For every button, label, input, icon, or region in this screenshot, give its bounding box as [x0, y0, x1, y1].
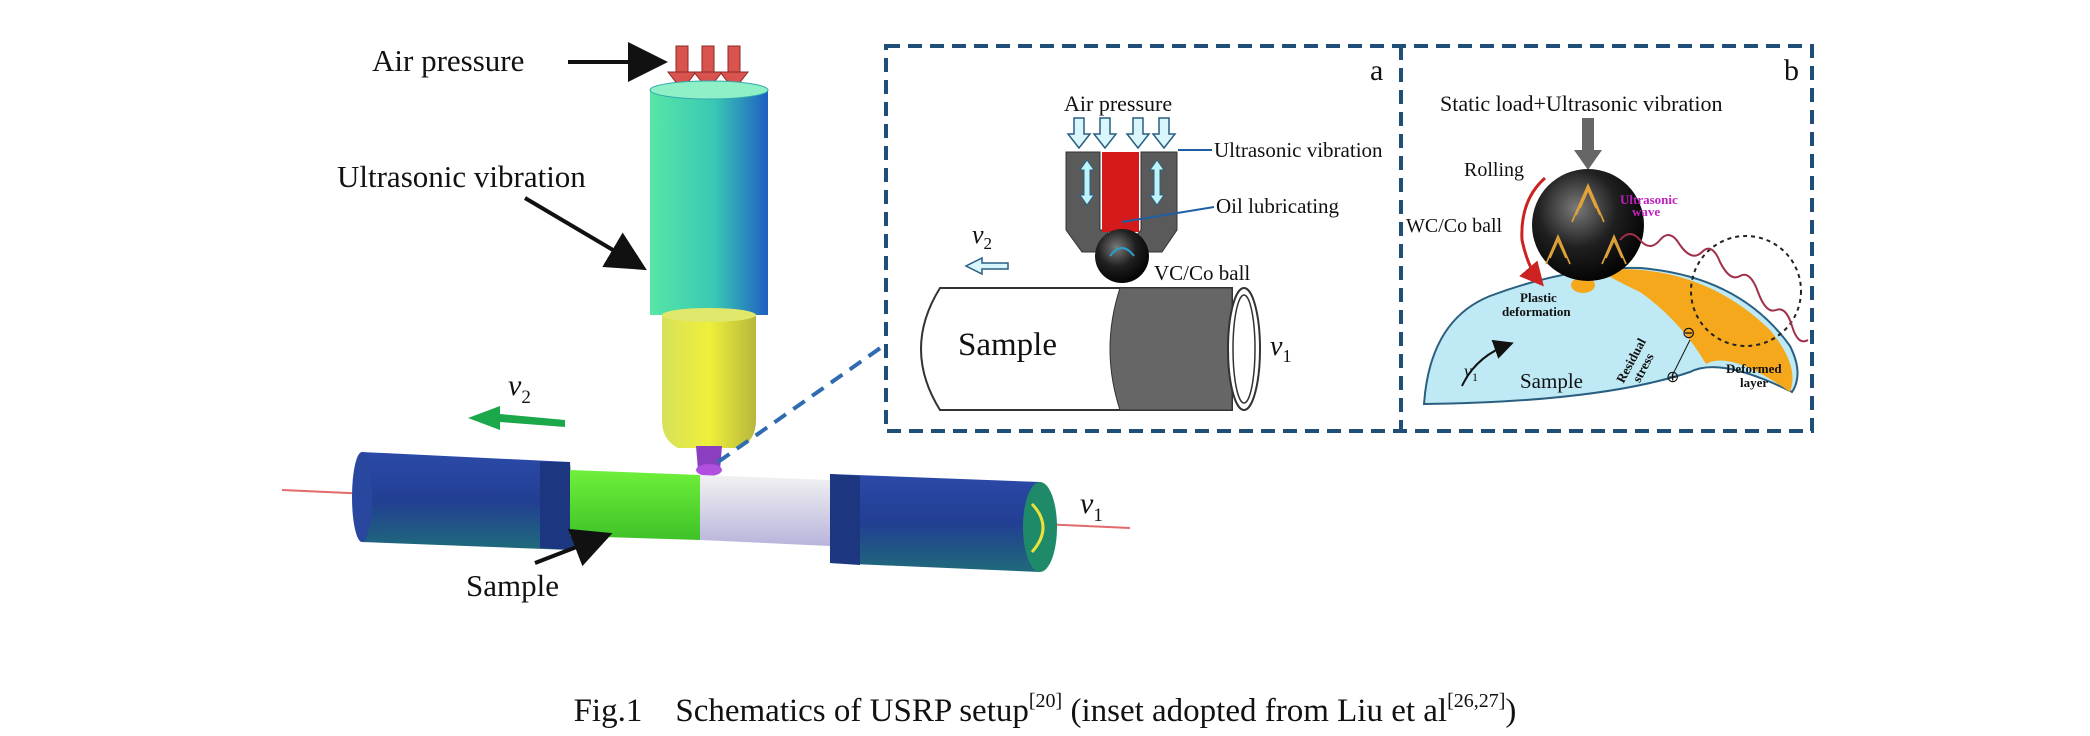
inset-a-ball — [1095, 229, 1149, 283]
inset-a-v2-label: v2 — [972, 220, 992, 253]
v2-subscript: 2 — [521, 387, 531, 408]
v2-arrow — [468, 406, 565, 430]
sample-shaft — [352, 452, 1057, 572]
inset-b-deformed-label-1: Deformed — [1726, 361, 1782, 376]
air-pressure-arrows — [666, 45, 750, 91]
v2-label: v2 — [508, 369, 531, 408]
inset-b-ultrasonic-wave — [1619, 233, 1809, 343]
inset-b-v1-symbol: v — [1464, 361, 1472, 381]
v2-symbol: v — [508, 369, 522, 402]
sample-label: Sample — [466, 568, 559, 603]
inset-b-minus-sign: ⊖ — [1682, 325, 1695, 342]
inset-a: a Air pressure Sample v2 v1 Ultra — [920, 54, 1383, 411]
inset-frame — [884, 44, 1814, 433]
zoom-connector — [716, 342, 888, 464]
inset-a-air-arrows — [1066, 117, 1177, 150]
v1-subscript: 1 — [1093, 505, 1103, 526]
inset-a-v2-arrow — [964, 256, 1009, 276]
inset-a-ball-label: VC/Co ball — [1154, 261, 1250, 285]
inset-b-rolling-arrow — [1519, 176, 1546, 287]
sample-pointer — [534, 528, 613, 567]
main-illustration: Air pressure Ultrasonic vibration Sample… — [281, 42, 1131, 603]
inset-b-tag: b — [1784, 54, 1799, 87]
caption-ref-1: [20] — [1028, 690, 1063, 712]
inset-b-deformed-label-2: layer — [1740, 375, 1768, 390]
inset-a-v1-label: v1 — [1270, 331, 1291, 366]
inset-b-wave-label-2: wave — [1632, 204, 1660, 219]
inset-a-tool — [1065, 151, 1178, 253]
inset-b-plastic-label-2: deformation — [1502, 304, 1571, 319]
inset-a-v1-symbol: v — [1270, 331, 1283, 362]
inset-b-v1-arrow — [1461, 339, 1514, 387]
inset-b-load-label: Static load+Ultrasonic vibration — [1440, 91, 1722, 116]
ultrasonic-transducer — [649, 80, 769, 476]
inset-a-tag: a — [1370, 54, 1383, 87]
caption-ref-2: [26,27] — [1447, 690, 1506, 712]
inset-b-wave-label-1: Ultrasonic — [1620, 192, 1678, 207]
inset-b-ball-label: WC/Co ball — [1406, 215, 1503, 237]
inset-a-oil-label: Oil lubricating — [1216, 194, 1340, 218]
inset-b: b Static load+Ultrasonic vibration Rolli… — [1406, 54, 1809, 406]
v1-symbol: v — [1080, 487, 1094, 520]
inset-a-air-pressure: Air pressure — [1064, 91, 1172, 116]
caption-text-2: (inset adopted from Liu et al — [1062, 693, 1448, 729]
inset-a-v2-subscript: 2 — [984, 234, 993, 253]
inset-b-v1-subscript: 1 — [1472, 370, 1478, 384]
ultrasonic-vibration-label: Ultrasonic vibration — [337, 159, 586, 194]
inset-b-zoom-circle — [1690, 235, 1802, 347]
inset-a-ultrasonic-label: Ultrasonic vibration — [1214, 138, 1383, 162]
caption-fig-number: Fig.1 — [573, 693, 643, 729]
inset-a-sample — [920, 287, 1261, 411]
inset-a-v1-subscript: 1 — [1282, 346, 1291, 366]
inset-b-plus-sign: ⊕ — [1666, 369, 1679, 386]
inset-b-wave-cones — [1545, 182, 1627, 265]
inset-b-ball — [1532, 169, 1644, 281]
v1-label: v1 — [1080, 487, 1103, 526]
inset-b-plastic-label-1: Plastic — [1520, 290, 1557, 305]
inset-a-sample-label: Sample — [958, 327, 1057, 363]
caption-text: Schematics of USRP setup — [675, 693, 1029, 729]
inset-b-rolling-label: Rolling — [1464, 159, 1524, 181]
inset-a-v2-symbol: v — [972, 220, 984, 249]
caption-text-3: ) — [1505, 693, 1517, 729]
inset-b-sample — [1422, 266, 1799, 406]
inset-b-load-arrow — [1574, 118, 1602, 170]
air-pressure-label: Air pressure — [372, 43, 524, 78]
inset-b-sample-label: Sample — [1520, 369, 1583, 393]
figure-caption: Fig.1 Schematics of USRP setup[20] (inse… — [0, 690, 2090, 730]
vibration-pointer — [523, 196, 647, 271]
inset-b-v1-label: v1 — [1464, 361, 1478, 384]
